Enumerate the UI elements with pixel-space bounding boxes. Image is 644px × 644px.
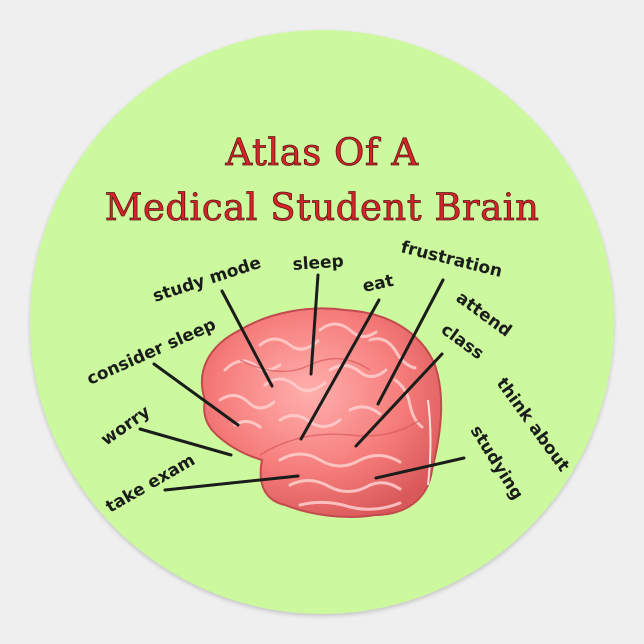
title-line-1: Atlas Of A [225, 131, 419, 175]
label-take-exam: take exam [103, 450, 199, 517]
label-consider-sleep: consider sleep [84, 315, 219, 390]
label-frustration: frustration [399, 237, 504, 281]
label-study-mode: study mode [150, 253, 263, 307]
label-sleep: sleep [292, 251, 344, 275]
label-eat: eat [361, 271, 396, 297]
brain-icon [200, 307, 443, 518]
title-line-2: Medical Student Brain [104, 186, 540, 230]
label-studying: studying [466, 422, 527, 504]
label-worry: worry [97, 402, 154, 450]
leader-lines [138, 273, 466, 492]
label-class: class [437, 320, 487, 364]
